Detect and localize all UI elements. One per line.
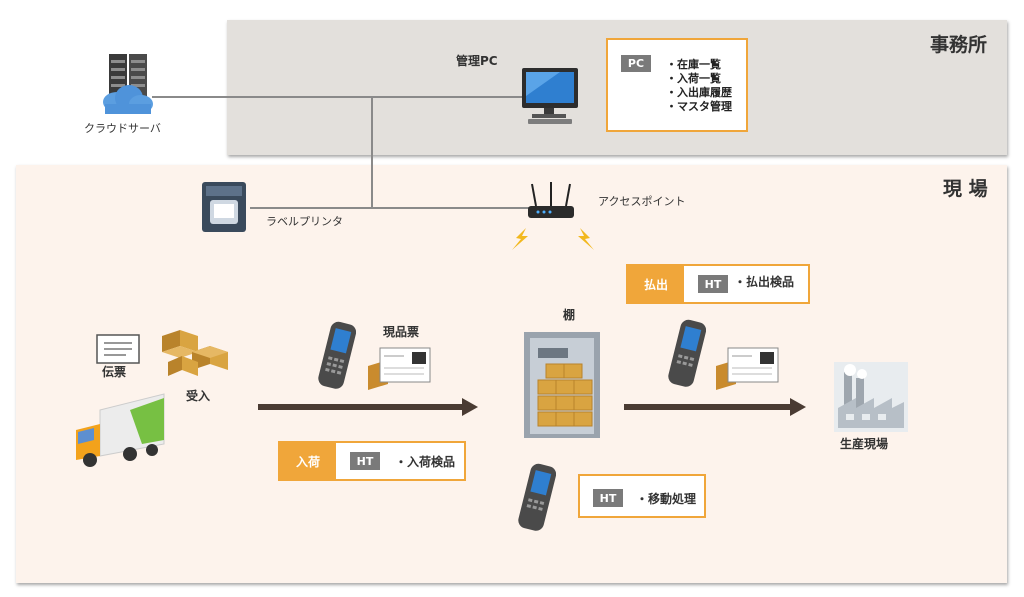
wireless-signal-icon (512, 228, 528, 250)
floor-zone-title: 現 場 (943, 178, 988, 200)
slip-label: 伝票 (102, 365, 127, 379)
receiving-label: 受入 (186, 389, 211, 403)
cloud-server-label: クラウドサーバ (84, 122, 161, 135)
outbound-tab: 払出 (628, 266, 684, 302)
goods-ticket-label: 現品票 (383, 325, 420, 339)
move-ht-box: HT ・移動処理 (578, 474, 706, 518)
pc-tag: PC (621, 55, 651, 72)
move-function-label: ・移動処理 (636, 492, 697, 506)
access-point-label: アクセスポイント (598, 195, 686, 208)
inbound-ht-box: 入荷 HT ・入荷検品 (278, 441, 466, 481)
truck-icon (76, 393, 165, 467)
move-ht-tag: HT (593, 489, 623, 507)
label-printer-label: ラベルプリンタ (266, 215, 343, 228)
router-icon (528, 182, 574, 218)
pc-menu-item: ・入荷一覧 (666, 72, 721, 85)
office-zone-title: 事務所 (930, 34, 988, 56)
flow-arrow (258, 398, 478, 416)
production-site-label: 生産現場 (840, 437, 889, 451)
flow-arrow (624, 398, 806, 416)
handheld-terminal-icon (518, 463, 556, 531)
inbound-tab: 入荷 (280, 443, 336, 479)
pc-function-box: PC ・在庫一覧 ・入荷一覧 ・入出庫履歴 ・マスタ管理 (606, 38, 748, 132)
network-line-vertical (371, 96, 373, 209)
shelf-label: 棚 (563, 308, 576, 322)
network-line-main (152, 96, 532, 98)
cardboard-boxes-icon (162, 330, 228, 376)
cloud-server-icon (103, 54, 153, 114)
pc-menu-item: ・入出庫履歴 (666, 86, 732, 99)
slip-icon (96, 334, 140, 364)
pc-menu-item: ・在庫一覧 (666, 58, 721, 71)
monitor-icon (522, 68, 578, 124)
goods-ticket-icon (368, 347, 431, 390)
shelf-icon (524, 332, 600, 438)
network-line-floor (250, 207, 535, 209)
handheld-terminal-icon (668, 319, 706, 387)
goods-ticket-icon (716, 347, 779, 390)
inbound-ht-tag: HT (350, 452, 380, 470)
pc-menu-list: ・在庫一覧 ・入荷一覧 ・入出庫履歴 ・マスタ管理 (666, 58, 732, 114)
wireless-signal-icon (578, 228, 594, 250)
outbound-function-label: ・払出検品 (734, 275, 795, 289)
factory-icon (834, 362, 908, 432)
handheld-terminal-icon (318, 321, 356, 389)
outbound-ht-tag: HT (698, 275, 728, 293)
admin-pc-label: 管理PC (456, 54, 498, 68)
label-printer-icon (202, 182, 246, 232)
inbound-function-label: ・入荷検品 (395, 455, 456, 469)
pc-menu-item: ・マスタ管理 (666, 100, 732, 113)
outbound-ht-box: 払出 HT ・払出検品 (626, 264, 810, 304)
